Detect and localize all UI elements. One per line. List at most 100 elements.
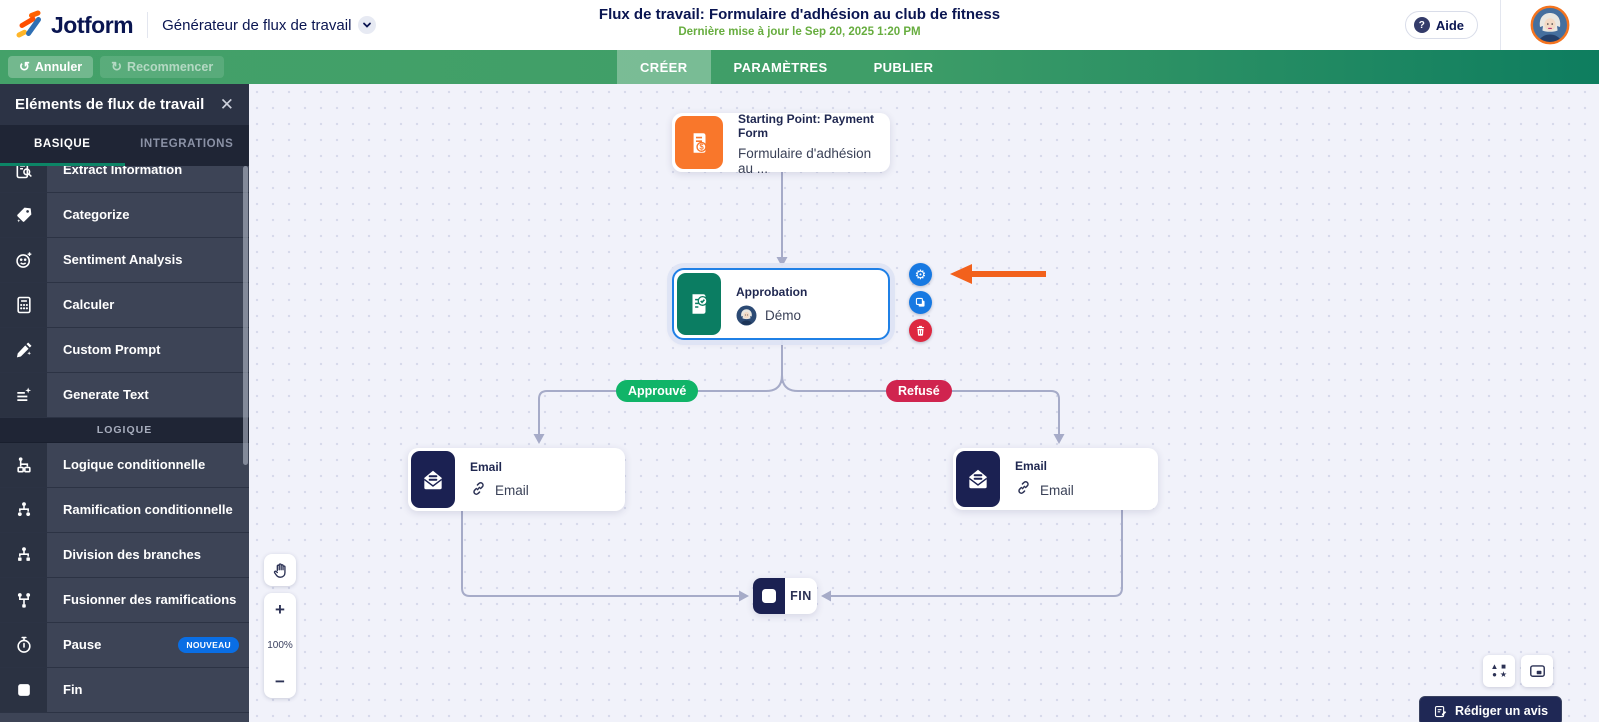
write-review-button[interactable]: Rédiger un avis [1419,696,1563,722]
sidebar-item-generate-text[interactable]: Generate Text [0,373,249,418]
tab-settings[interactable]: PARAMÈTRES [733,59,828,75]
page-title: Flux de travail: Formulaire d'adhésion a… [598,6,1001,23]
pan-tool-button[interactable] [264,554,296,586]
approval-icon [677,273,721,335]
product-switcher[interactable]: Générateur de flux de travail [162,16,377,34]
node-settings-button[interactable]: ⚙ [909,263,932,286]
sidebar-item-label: Extract Information [63,166,183,178]
link-icon [470,480,487,502]
sidebar-item-categorize[interactable]: Categorize [0,193,249,238]
sidebar-item-custom-prompt[interactable]: Custom Prompt [0,328,249,373]
panel-icon [1529,664,1545,677]
undo-label: Annuler [34,60,83,74]
redo-button[interactable]: ↻ Recommencer [100,56,225,78]
zoom-in-button[interactable]: + [275,600,285,619]
assignee-avatar [736,305,757,325]
hand-icon [273,562,286,578]
extract-information-icon [0,166,47,192]
branch-label-approved: Approuvé [616,380,699,402]
sidebar-tab-integrations[interactable]: INTEGRATIONS [140,138,234,150]
end-icon [753,578,785,614]
sidebar-item-fin[interactable]: Fin [0,668,249,713]
merge-branches-icon [0,578,47,622]
assignee-name: Démo [765,307,802,323]
branch-label-rejected: Refusé [886,380,952,402]
tab-create[interactable]: CRÉER [617,50,711,84]
sidebar-item-label: Logique conditionnelle [63,457,206,473]
sidebar-item-division-des-branches[interactable]: Division des branches [0,533,249,578]
sidebar-tab-basic[interactable]: BASIQUE [0,125,125,166]
node-delete-button[interactable] [909,319,932,342]
close-icon[interactable]: ✕ [219,95,234,114]
calculate-icon [0,283,47,327]
zoom-controls: + 100% − [264,593,296,698]
sidebar-item-label: Categorize [63,207,130,223]
start-node-title: Starting Point: Payment Form [738,111,875,140]
zoom-out-button[interactable]: − [275,672,285,691]
node-duplicate-button[interactable] [909,291,932,314]
payment-form-icon: $ [675,116,723,169]
product-switcher-label: Générateur de flux de travail [162,16,352,34]
workflow-canvas[interactable]: $ Starting Point: Payment Form Formulair… [249,84,1599,722]
svg-text:$: $ [699,142,704,151]
start-node-subtitle: Formulaire d'adhésion au ... [738,145,872,176]
sidebar-item-logique-conditionnelle[interactable]: Logique conditionnelle [0,443,249,488]
sidebar-title: Eléments de flux de travail [15,96,205,113]
avatar[interactable] [1530,5,1570,45]
minimize-panel-button[interactable] [1521,655,1553,687]
undo-button[interactable]: ↺ Annuler [8,56,94,78]
help-label: Aide [1435,17,1464,33]
sidebar-tabs: BASIQUE INTEGRATIONS [0,125,249,166]
new-badge: NOUVEAU [178,636,239,654]
sidebar-item-label: Generate Text [63,387,149,403]
sidebar-item-label: Custom Prompt [63,342,161,358]
sidebar-header: Eléments de flux de travail ✕ [0,84,249,125]
email-icon [411,451,455,508]
header-right: ? Aide [1404,0,1599,50]
sidebar-item-label: Sentiment Analysis [63,252,183,268]
custom-prompt-icon [0,328,47,372]
workflow-elements-sidebar: Eléments de flux de travail ✕ BASIQUE IN… [0,84,249,722]
tab-publish[interactable]: PUBLIER [873,59,934,75]
zoom-level: 100% [267,640,293,651]
end-node-label: FIN [790,589,812,603]
sidebar-section-logique: LOGIQUE [0,418,249,443]
sidebar-item-label: Fin [63,682,83,698]
sidebar-item-ramification-conditionnelle[interactable]: Ramification conditionnelle [0,488,249,533]
split-branches-icon [0,533,47,577]
sidebar-item-fusionner-des-ramifications[interactable]: Fusionner des ramifications [0,578,249,623]
node-email-approved[interactable]: Email Email [408,448,625,511]
review-icon [1434,705,1447,717]
connector-lines [461,172,1123,602]
redo-icon: ↻ [111,59,123,74]
generate-text-icon [0,373,47,417]
node-starting-point[interactable]: $ Starting Point: Payment Form Formulair… [672,111,890,176]
trash-icon [916,325,925,336]
write-review-label: Rédiger un avis [1455,704,1549,718]
conditional-branch-icon [0,488,47,532]
avatar-cell [1500,0,1599,50]
question-icon: ? [1413,17,1430,33]
undo-icon: ↺ [19,59,30,74]
elements-shortcut-button[interactable]: ▲■●★ [1483,655,1515,687]
email-icon [956,451,1000,507]
jotform-logo[interactable]: Jotform [0,10,134,40]
chevron-down-icon [358,16,377,34]
builder-mode-tabs: CRÉER PARAMÈTRES PUBLIER [617,50,956,84]
sidebar-scrollbar[interactable] [243,166,248,465]
sidebar-item-calculer[interactable]: Calculer [0,283,249,328]
help-button[interactable]: ? Aide [1404,11,1478,39]
builder-toolbar: ↺ Annuler ↻ Recommencer CRÉER PARAMÈTRES… [0,50,1599,84]
sidebar-item-extract-information[interactable]: Extract Information [0,166,249,193]
sidebar-item-label: Calculer [63,297,115,313]
email-node-title: Email [470,459,503,474]
node-email-rejected[interactable]: Email Email [953,448,1158,510]
pause-icon [0,623,47,667]
node-end[interactable]: FIN [753,578,817,614]
email-link-label: Email [495,483,529,498]
node-approval[interactable]: Approbation [672,268,890,340]
sidebar-item-sentiment-analysis[interactable]: Sentiment Analysis [0,238,249,283]
